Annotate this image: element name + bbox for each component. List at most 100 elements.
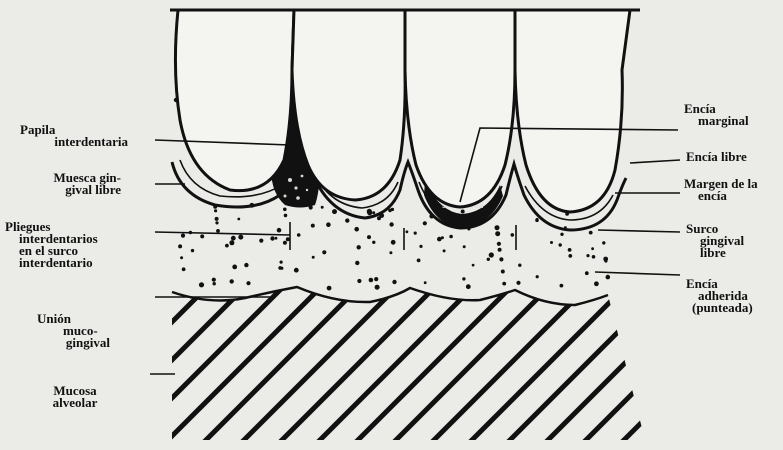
- stipple-dot: [357, 245, 361, 249]
- stipple-dot: [495, 231, 500, 236]
- stipple-dot: [372, 241, 375, 244]
- tooth-4: [515, 10, 630, 212]
- stipple-dot: [297, 233, 301, 237]
- stipple-dot: [294, 268, 299, 273]
- stipple-dot: [280, 261, 283, 264]
- hatch-line: [196, 280, 366, 450]
- stipple-dot: [311, 224, 315, 228]
- tooth-3: [405, 10, 515, 207]
- stipple-dot: [372, 211, 375, 214]
- stipple-dot: [591, 247, 594, 250]
- label-union-mucogingival: Unión muco- gingival: [25, 313, 110, 349]
- hatch-line: [234, 280, 404, 450]
- stipple-dot: [212, 278, 216, 282]
- hatch-line: [386, 280, 556, 450]
- stipple-dot: [322, 250, 326, 254]
- stipple-dot: [585, 271, 589, 275]
- hatch-line: [500, 280, 670, 450]
- stipple-dot: [232, 265, 237, 270]
- stipple-dot: [312, 256, 315, 259]
- stipple-dot: [327, 286, 332, 291]
- stipple-dot: [463, 245, 466, 248]
- label-encia-libre: Encía libre: [686, 151, 781, 163]
- stipple-dot: [278, 266, 282, 270]
- stipple-dot: [357, 279, 361, 283]
- stipple-dot: [367, 209, 372, 214]
- stipple-dot: [283, 208, 287, 212]
- stipple-dot: [441, 236, 444, 239]
- stipple-dot: [423, 221, 427, 225]
- stipple-dot: [495, 225, 500, 230]
- hatch-line: [158, 280, 328, 450]
- stipple-dot: [277, 228, 282, 233]
- stipple-dot: [406, 230, 409, 233]
- stipple-dot: [392, 280, 396, 284]
- stipple-dot: [367, 235, 371, 239]
- stipple-dot: [489, 252, 494, 257]
- mucosa-hatching: [0, 280, 783, 450]
- tooth-mark: [174, 98, 178, 102]
- stipple-dot: [199, 282, 204, 287]
- stipple-dot: [419, 245, 422, 248]
- stipple-dot: [594, 281, 599, 286]
- stipple-dot: [215, 217, 219, 221]
- label-pliegues-interdentarios: Pliegues interdentarios en el surco inte…: [5, 221, 125, 269]
- hatch-line: [348, 280, 518, 450]
- hatch-line: [462, 280, 632, 450]
- stipple-dot: [391, 240, 396, 245]
- stipple-dot: [238, 235, 243, 240]
- stipple-dot: [181, 234, 185, 238]
- stipple-dot: [424, 281, 427, 284]
- stipple-dot: [586, 254, 589, 257]
- stipple-dot: [568, 248, 572, 252]
- stipple-dot: [535, 218, 539, 222]
- stipple-dot: [374, 277, 378, 281]
- stipple-dot: [237, 218, 240, 221]
- stipple-dot: [417, 259, 421, 263]
- stipple-dot: [345, 218, 349, 222]
- stipple-dot: [472, 264, 475, 267]
- stipple-dot: [216, 229, 220, 233]
- stipple-dot: [437, 237, 442, 242]
- label-muesca-gingival-libre: Muesca gin- gival libre: [25, 172, 121, 196]
- tooth-1: [175, 10, 294, 191]
- stipple-dot: [284, 214, 288, 218]
- stipple-dot: [246, 281, 250, 285]
- hatch-line: [310, 280, 480, 450]
- hatch-line: [44, 280, 214, 450]
- stipple-dot: [191, 249, 194, 252]
- stipple-dot: [270, 236, 274, 240]
- stipple-dot: [244, 263, 248, 267]
- stipple-dot: [499, 257, 503, 261]
- stipple-dot: [559, 243, 562, 246]
- stipple-dot: [389, 251, 392, 254]
- stipple-dot: [283, 241, 287, 245]
- hatch-line: [0, 280, 100, 450]
- stipple-dot: [502, 282, 506, 286]
- label-surco-gingival-libre: Surco gingival libre: [686, 223, 781, 259]
- stipple-dot: [518, 264, 521, 267]
- stipple-dot: [604, 259, 607, 262]
- stipple-dot: [259, 239, 263, 243]
- stipple-dot: [355, 261, 359, 265]
- stipple-dot: [182, 267, 186, 271]
- stipple-dot: [326, 222, 331, 227]
- stipple-dot: [449, 235, 453, 239]
- stipple-dot: [592, 255, 596, 259]
- stipple-dot: [321, 206, 324, 209]
- stipple-dot: [511, 233, 515, 237]
- stipple-dot: [550, 241, 553, 244]
- attached-gingiva-stippling: [178, 203, 610, 291]
- hatch-line: [0, 280, 62, 450]
- stipple-dot: [332, 209, 337, 214]
- stipple-dot: [487, 258, 490, 261]
- hatch-line: [272, 280, 442, 450]
- stipple-dot: [516, 281, 520, 285]
- stipple-dot: [229, 240, 234, 245]
- stipple-dot: [178, 244, 182, 248]
- stipple-dot: [498, 248, 502, 252]
- stipple-dot: [414, 232, 417, 235]
- stipple-dot: [568, 254, 572, 258]
- stipple-dot: [200, 234, 204, 238]
- stipple-dot: [560, 284, 564, 288]
